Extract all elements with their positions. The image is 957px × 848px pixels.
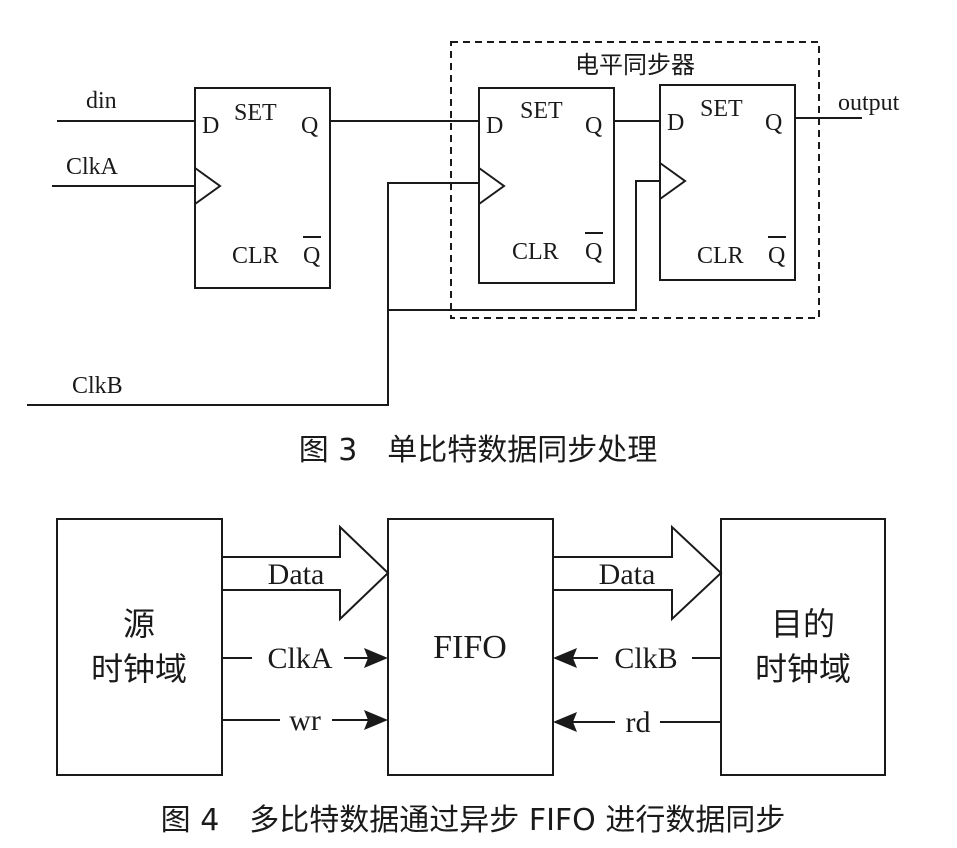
flipflop-3: D SET Q CLR Q [659, 84, 796, 281]
flipflop-2-clock-icon [478, 167, 506, 205]
flipflop-2-q: Q [585, 113, 602, 139]
output-label: output [838, 90, 900, 116]
figure-4-caption: 图 4 多比特数据通过异步 FIFO 进行数据同步 [161, 803, 786, 838]
data-label-left: Data [268, 558, 325, 591]
data-arrow-left [221, 524, 390, 622]
flipflop-1-clock-icon [194, 167, 222, 205]
figure-3: 电平同步器 din ClkA D SET Q CLR Q D SET Q CLR… [27, 41, 900, 468]
target-domain-line-2: 时钟域 [755, 650, 851, 688]
flipflop-2-set: SET [520, 98, 563, 124]
target-domain-box [720, 518, 886, 776]
flipflop-3-d: D [667, 110, 684, 136]
flipflop-2-d: D [486, 113, 503, 139]
flipflop-1: D SET Q CLR Q [194, 87, 331, 289]
clkb-wire-ff2 [27, 182, 479, 406]
synchronizer-label: 电平同步器 [575, 51, 695, 79]
flipflop-1-d: D [202, 113, 219, 139]
wr-label: wr [289, 704, 321, 737]
source-domain-box [56, 518, 223, 776]
clkb-arrowhead-icon [553, 648, 577, 668]
wr-arrowhead-icon [364, 710, 388, 730]
flipflop-3-qbar: Q [768, 243, 785, 269]
clkb-wire-ff3 [388, 180, 660, 311]
flipflop-1-set: SET [234, 100, 277, 126]
flipflop-2-body [478, 87, 615, 284]
flipflop-1-q: Q [301, 113, 318, 139]
din-label: din [86, 88, 117, 114]
flipflop-2: D SET Q CLR Q [478, 87, 615, 284]
clkb-label-fig4: ClkB [614, 642, 677, 675]
fifo-box [387, 518, 554, 776]
flipflop-3-clock-icon [659, 162, 687, 200]
fifo-label: FIFO [433, 629, 507, 666]
flipflop-1-clr: CLR [232, 243, 279, 269]
flipflop-3-set: SET [700, 96, 743, 122]
flipflop-3-clr: CLR [697, 243, 744, 269]
clka-arrowhead-icon [364, 648, 388, 668]
flipflop-3-q: Q [765, 110, 782, 136]
flipflop-2-qbar: Q [585, 239, 602, 265]
flipflop-2-clr: CLR [512, 239, 559, 265]
source-domain-line-1: 源 [123, 605, 155, 643]
clkb-label: ClkB [72, 373, 123, 399]
target-domain-line-1: 目的 [771, 605, 835, 643]
clka-label: ClkA [66, 154, 119, 180]
synchronizer-boundary [450, 41, 820, 319]
flipflop-1-qbar: Q [303, 243, 320, 269]
figure-3-caption: 图 3 单比特数据同步处理 [299, 433, 658, 468]
source-domain-line-2: 时钟域 [91, 650, 187, 688]
rd-arrowhead-icon [553, 712, 577, 732]
data-arrow-right [552, 524, 723, 622]
rd-label: rd [626, 706, 651, 739]
figure-4: 源 时钟域 FIFO 目的 时钟域 Data Data ClkA wr ClkB [56, 518, 886, 838]
data-label-right: Data [599, 558, 656, 591]
clka-label-fig4: ClkA [267, 642, 332, 675]
